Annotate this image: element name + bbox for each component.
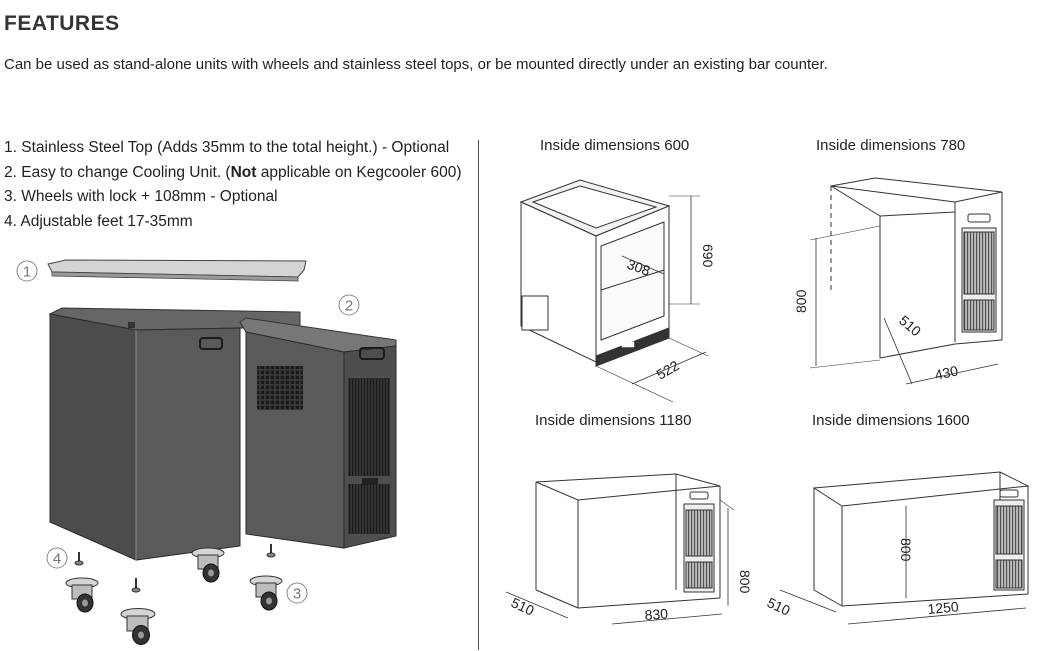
cooling-unit	[239, 317, 397, 549]
svg-text:308: 308	[625, 256, 653, 279]
svg-text:1: 1	[23, 264, 31, 281]
diagram-title-1180: Inside dimensions 1180	[535, 412, 692, 429]
wheel-front	[120, 608, 156, 645]
svg-text:4: 4	[53, 551, 61, 568]
svg-text:510: 510	[896, 312, 924, 339]
svg-text:2: 2	[345, 298, 353, 315]
kegcooler-illustration: 1 2 3 4	[16, 259, 397, 645]
column-divider	[478, 140, 479, 650]
wheel-right	[249, 575, 283, 611]
feature-item: 1. Stainless Steel Top (Adds 35mm to the…	[4, 139, 450, 156]
svg-text:830: 830	[644, 605, 669, 623]
diagram-title-780: Inside dimensions 780	[816, 137, 966, 154]
feature-list: 1. Stainless Steel Top (Adds 35mm to the…	[4, 136, 462, 234]
feature-item: 4. Adjustable feet 17-35mm	[4, 212, 193, 230]
diagram-780: 800 510 430	[793, 177, 1003, 385]
callout-3: 3	[286, 582, 308, 604]
diagram-600: 308 690 522	[519, 179, 716, 403]
feature-item: 3. Wheels with lock + 108mm - Optional	[4, 188, 278, 205]
svg-text:690: 690	[700, 244, 716, 268]
callout-1: 1	[16, 260, 38, 282]
svg-text:510: 510	[509, 594, 537, 618]
wheel-left	[65, 577, 99, 613]
svg-text:430: 430	[933, 362, 959, 383]
callout-4: 4	[46, 547, 68, 569]
intro-text: Can be used as stand-alone units with wh…	[4, 56, 828, 73]
diagram-1600: 800 510 1250	[765, 471, 1030, 625]
svg-text:800: 800	[737, 570, 753, 594]
svg-text:522: 522	[654, 357, 682, 383]
svg-text:1250: 1250	[927, 598, 960, 617]
cabinet	[48, 307, 301, 561]
diagram-title-1600: Inside dimensions 1600	[812, 412, 970, 429]
svg-text:800: 800	[898, 538, 914, 562]
callout-2: 2	[338, 294, 360, 316]
svg-text:800: 800	[793, 289, 809, 313]
adjustable-feet	[74, 544, 276, 593]
svg-text:510: 510	[765, 594, 793, 618]
diagram-1180: 510 830 800	[505, 473, 753, 625]
stainless-top	[47, 259, 307, 282]
feature-item: 2. Easy to change Cooling Unit. (Not app…	[4, 163, 462, 181]
diagram-title-600: Inside dimensions 600	[540, 137, 690, 154]
svg-text:3: 3	[293, 586, 301, 603]
wheel-middle	[191, 547, 225, 583]
page-title: FEATURES	[4, 12, 120, 35]
